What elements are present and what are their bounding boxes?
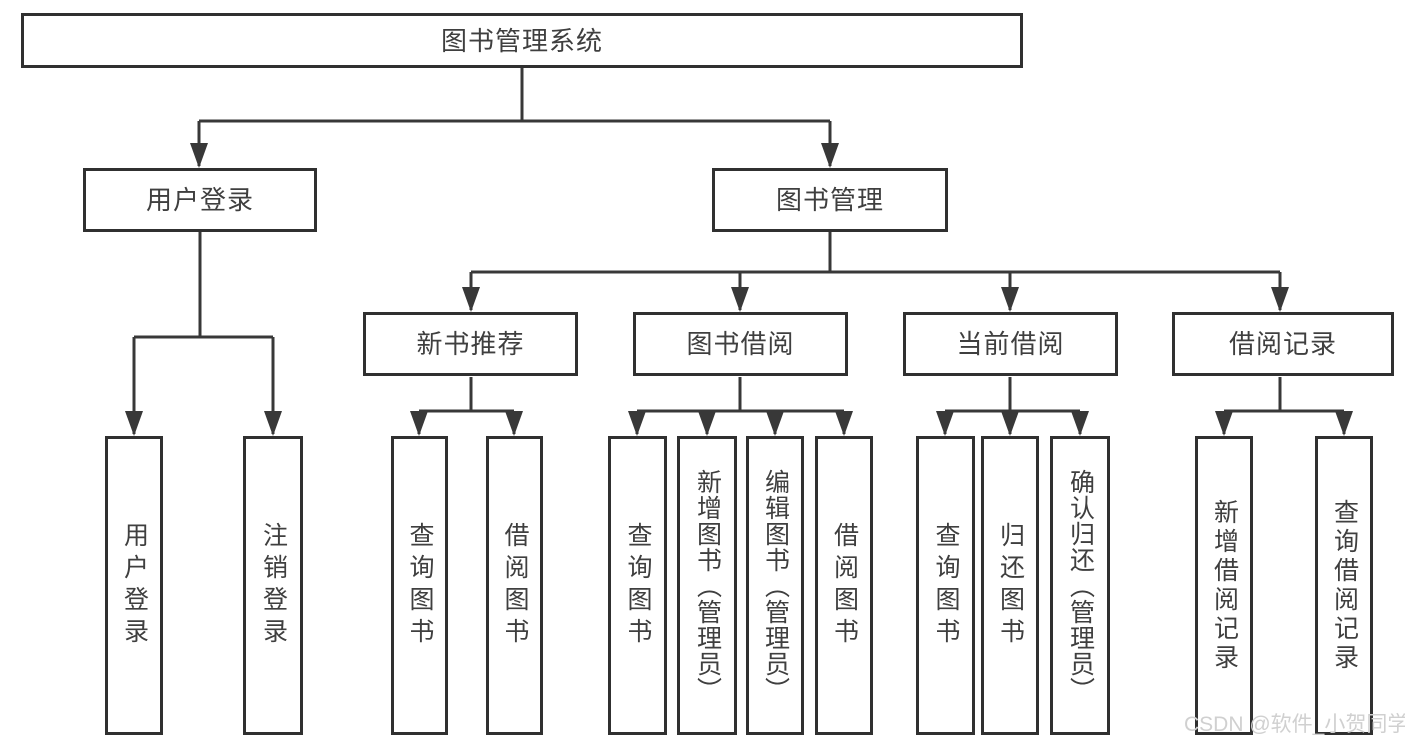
leaf-add-book-admin-label: 新增图书（管理员） — [693, 468, 722, 703]
arrowhead-icon — [766, 411, 784, 436]
leaf-query-books-recommend-label: 查询图书 — [406, 521, 434, 650]
leaf-query-books-borrowing: 查询图书 — [608, 436, 667, 735]
arrowhead-icon — [264, 411, 282, 436]
node-book-management-label: 图书管理 — [775, 185, 884, 215]
arrowhead-icon — [821, 143, 839, 168]
node-book-management: 图书管理 — [712, 168, 948, 232]
leaf-return-book-label: 归还图书 — [996, 521, 1025, 650]
leaf-query-books-recommend: 查询图书 — [391, 436, 448, 735]
node-book-borrowing-label: 图书借阅 — [686, 329, 795, 359]
leaf-user-login: 用户登录 — [105, 436, 163, 735]
node-user-login-label: 用户登录 — [145, 185, 254, 215]
leaf-add-borrow-record: 新增借阅记录 — [1195, 436, 1253, 735]
arrowhead-icon — [628, 411, 646, 436]
leaf-borrow-books-borrowing: 借阅图书 — [815, 436, 873, 735]
leaf-query-books-borrowing-label: 查询图书 — [624, 521, 652, 650]
leaf-edit-book-admin-label: 编辑图书（管理员） — [761, 468, 790, 703]
node-user-login: 用户登录 — [83, 168, 317, 232]
arrowhead-icon — [1215, 411, 1233, 436]
leaf-logout: 注销登录 — [243, 436, 303, 735]
connector-lines — [132, 68, 1346, 434]
arrowhead-icon — [462, 287, 480, 312]
arrowhead-icon — [936, 411, 954, 436]
arrowhead-icon — [1001, 287, 1019, 312]
leaf-borrow-books-recommend: 借阅图书 — [486, 436, 543, 735]
leaf-confirm-return-admin-label: 确认归还（管理员） — [1066, 468, 1095, 703]
node-new-book-recommend-label: 新书推荐 — [416, 329, 525, 359]
leaf-logout-label: 注销登录 — [259, 521, 288, 650]
arrowhead-icon — [698, 411, 716, 436]
leaf-add-book-admin: 新增图书（管理员） — [677, 436, 737, 735]
node-new-book-recommend: 新书推荐 — [363, 312, 578, 376]
leaf-edit-book-admin: 编辑图书（管理员） — [746, 436, 804, 735]
arrowhead-icon — [1335, 411, 1353, 436]
arrowhead-icon — [190, 143, 208, 168]
node-current-borrowing-label: 当前借阅 — [956, 329, 1065, 359]
leaf-confirm-return-admin: 确认归还（管理员） — [1050, 436, 1110, 735]
leaf-user-login-label: 用户登录 — [120, 521, 149, 650]
node-borrow-records-label: 借阅记录 — [1228, 329, 1337, 359]
arrowhead-icon — [731, 287, 749, 312]
csdn-watermark: CSDN @软件_小贺同学 — [1184, 713, 1405, 736]
node-root-label: 图书管理系统 — [440, 25, 603, 56]
node-borrow-records: 借阅记录 — [1172, 312, 1394, 376]
arrowhead-icon — [1271, 287, 1289, 312]
node-book-borrowing: 图书借阅 — [633, 312, 848, 376]
leaf-borrow-books-borrowing-label: 借阅图书 — [830, 521, 859, 650]
node-root: 图书管理系统 — [21, 13, 1023, 68]
arrowhead-icon — [410, 411, 428, 436]
arrowhead-icon — [835, 411, 853, 436]
leaf-add-borrow-record-label: 新增借阅记录 — [1210, 498, 1239, 673]
leaf-query-books-current: 查询图书 — [916, 436, 975, 735]
leaf-query-borrow-record: 查询借阅记录 — [1315, 436, 1373, 735]
arrowhead-icon — [1001, 411, 1019, 436]
arrowhead-icon — [505, 411, 523, 436]
arrowhead-icon — [125, 411, 143, 436]
leaf-query-borrow-record-label: 查询借阅记录 — [1330, 498, 1359, 673]
leaf-query-books-current-label: 查询图书 — [932, 521, 960, 650]
leaf-return-book: 归还图书 — [981, 436, 1039, 735]
node-current-borrowing: 当前借阅 — [903, 312, 1118, 376]
leaf-borrow-books-recommend-label: 借阅图书 — [501, 521, 529, 650]
arrowhead-icon — [1071, 411, 1089, 436]
